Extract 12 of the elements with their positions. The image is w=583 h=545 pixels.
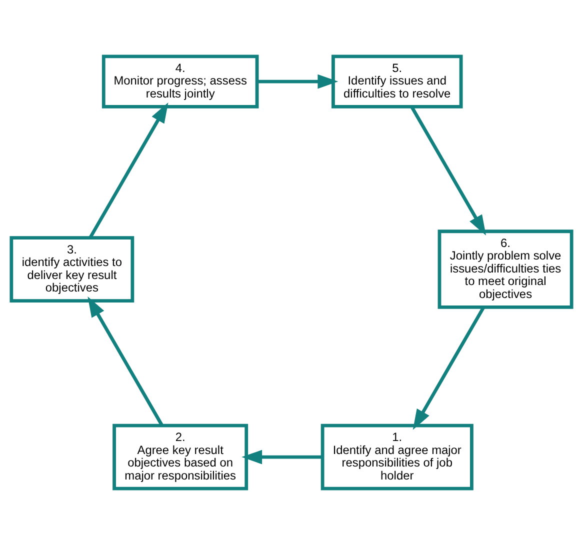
arrow [410,106,486,236]
node-box: 1. Identify and agree major responsibilities of job holder [320,424,474,490]
arrow [412,306,486,430]
node-box: 2. Agree key result objectives based on major responsibilities [112,424,248,490]
arrow [257,74,338,89]
node-box: 4. Monitor progress; assess results jointly [102,54,259,108]
node-box: 3. identify activities to deliver key result objectives [10,236,134,303]
arrow [88,296,164,426]
arrow [242,450,323,464]
node-box: 6. Jointly problem solve issues/difficulties ties to meet original objectives [438,230,574,309]
node-box: 5. Identify issues and difficulties to resolve [332,54,463,108]
arrow [88,102,168,238]
